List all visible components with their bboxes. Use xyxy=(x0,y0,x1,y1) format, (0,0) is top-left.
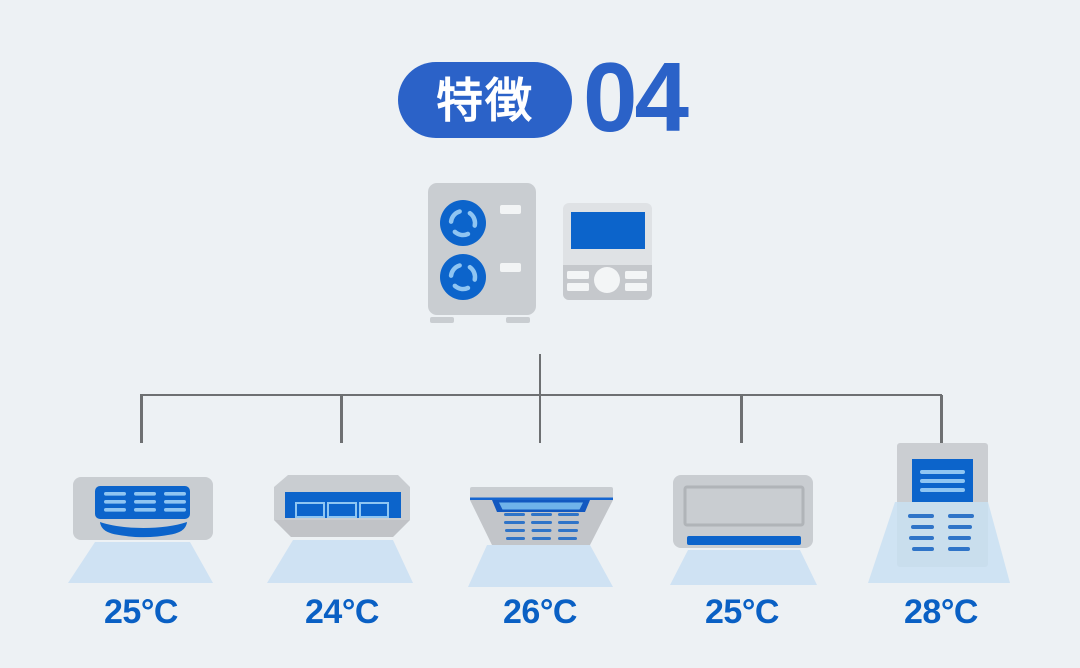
front-panel xyxy=(683,485,805,527)
indoor-unit-wall-grille-icon xyxy=(68,477,213,583)
cassette-vents xyxy=(504,513,579,540)
connector-drop-2 xyxy=(340,395,343,443)
airflow-icon xyxy=(670,550,817,585)
indoor-unit-ceiling-cassette-icon xyxy=(468,487,613,587)
air-flap xyxy=(100,522,187,538)
outdoor-unit-foot xyxy=(506,317,530,323)
controller-screen xyxy=(571,212,645,249)
connector-drop-1 xyxy=(140,395,143,443)
connector-drop-5 xyxy=(940,395,943,443)
ceiling-edge-line xyxy=(470,497,613,500)
display-lines xyxy=(920,470,965,492)
controller-buttons xyxy=(567,267,647,293)
airflow-icon xyxy=(267,540,413,583)
air-outlet-bar xyxy=(687,536,801,545)
feature-badge: 特徴 xyxy=(398,62,572,138)
connector-drop-4 xyxy=(740,395,743,443)
fan-icon xyxy=(440,200,486,246)
temperature-label: 25°C xyxy=(705,593,779,631)
indoor-unit-floor-standing-icon xyxy=(868,443,1010,583)
indoor-unit-ceiling-suspended-icon xyxy=(267,475,413,583)
airflow-icon xyxy=(868,502,1010,583)
airflow-icon xyxy=(468,545,613,587)
outdoor-unit-vent-slot xyxy=(500,263,521,272)
indoor-unit-wall-icon xyxy=(670,475,817,585)
outdoor-unit-icon xyxy=(428,183,536,323)
outdoor-unit-vent-slot xyxy=(500,205,521,214)
unit-underside xyxy=(274,520,410,537)
airflow-icon xyxy=(68,542,213,583)
feature-number: 04 xyxy=(583,42,689,152)
outdoor-equipment-illustration xyxy=(428,183,652,323)
temperature-label: 28°C xyxy=(904,593,978,631)
grille-vents xyxy=(104,492,186,512)
fan-icon xyxy=(440,254,486,300)
temperature-label: 26°C xyxy=(503,593,577,631)
feature-badge-label: 特徴 xyxy=(436,73,534,127)
louver-vents xyxy=(295,502,389,518)
temperature-label: 24°C xyxy=(305,593,379,631)
connector-trunk xyxy=(538,354,542,394)
outdoor-unit-foot xyxy=(430,317,454,323)
floor-unit-vents xyxy=(908,514,974,551)
connector-bus xyxy=(140,393,942,396)
remote-controller-icon xyxy=(563,203,652,300)
temperature-label: 25°C xyxy=(104,593,178,631)
connector-drop-3 xyxy=(538,395,542,443)
